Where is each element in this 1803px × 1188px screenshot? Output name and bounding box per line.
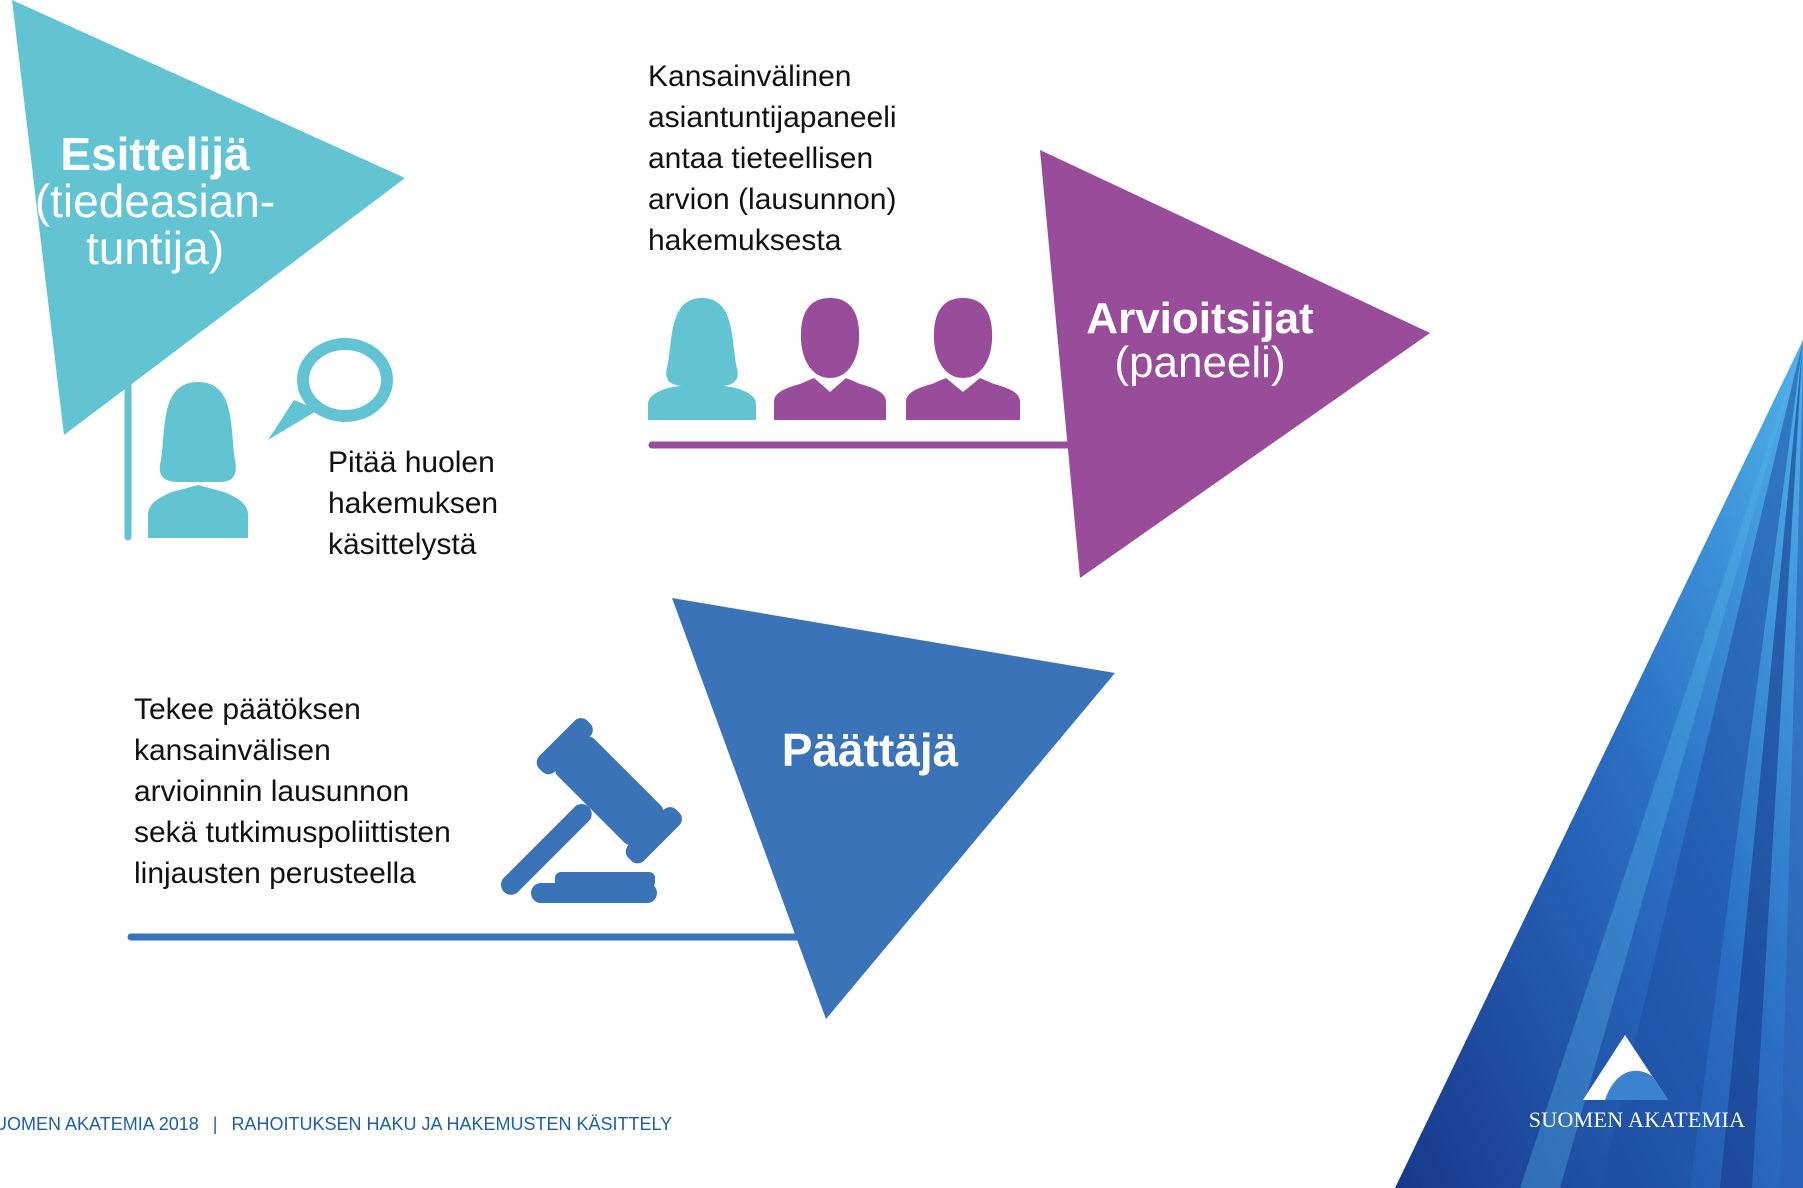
logo-text: SUOMEN AKATEMIA [1528, 1107, 1746, 1132]
female-person-icon [648, 298, 756, 420]
arvioitsijat-subtitle: (paneeli) [1114, 338, 1286, 387]
corner-stripes-decoration [1395, 340, 1803, 1188]
esittelija-description: Pitää huolen hakemuksen käsittelystä [328, 446, 499, 561]
esittelija-group [12, 0, 405, 541]
arvioitsijat-label: Arvioitsijat (paneeli) [1065, 297, 1335, 385]
speech-bubble-icon [268, 338, 393, 440]
footer: SUOMEN AKATEMIA 2018 | RAHOITUKSEN HAKU JA… [0, 1114, 672, 1135]
paattaja-triangle [672, 598, 1115, 1019]
male-person-icon [774, 298, 886, 420]
esittelija-triangle [12, 0, 405, 435]
footer-topic: RAHOITUKSEN HAKU JA HAKEMUSTEN KÄSITTELY [231, 1114, 673, 1134]
paattaja-title: Päättäjä [781, 724, 959, 776]
arvioitsijat-group [648, 150, 1430, 578]
footer-organization: SUOMEN AKATEMIA 2018 [0, 1114, 199, 1134]
arvioitsijat-title: Arvioitsijat [1086, 294, 1314, 343]
arvioitsijat-triangle [1040, 150, 1430, 578]
footer-separator: | [212, 1114, 218, 1134]
male-person-icon [906, 298, 1020, 420]
esittelija-label: Esittelijä (tiedeasian- tuntija) [25, 131, 285, 272]
suomen-akatemia-logo-icon [1583, 1035, 1668, 1100]
paattaja-group [127, 598, 1115, 1019]
arvioitsijat-description: Kansainvälinen asiantuntijapaneeli antaa… [648, 60, 897, 257]
female-person-icon [148, 382, 248, 538]
gavel-icon [501, 718, 682, 903]
esittelija-subtitle: (tiedeasian- tuntija) [34, 175, 276, 274]
paattaja-description: Tekee päätöksen kansainvälisen arvioinni… [134, 693, 451, 890]
paattaja-label: Päättäjä [760, 724, 980, 776]
esittelija-title: Esittelijä [60, 128, 250, 180]
